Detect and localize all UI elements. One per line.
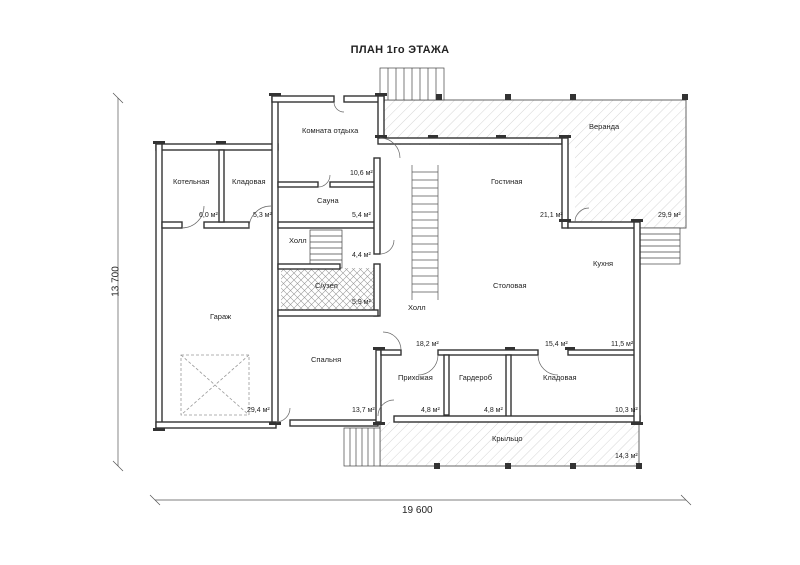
area-storage-2: 10,3 м² (615, 407, 638, 414)
area-garage: 29,4 м² (247, 407, 270, 414)
room-label-sauna: Сауна (317, 196, 339, 205)
room-label-boiler: Котельная (173, 177, 210, 186)
area-storage-1: 5,3 м² (253, 212, 272, 219)
dimension-height: 13 700 (110, 266, 122, 297)
area-entrance: 4,8 м² (421, 407, 440, 414)
area-rest-room: 10,6 м² (350, 170, 373, 177)
room-label-bedroom: Спальня (311, 355, 342, 364)
room-label-hall-2: Холл (408, 303, 426, 312)
room-label-hall-1: Холл (289, 236, 307, 245)
area-boiler: 6,0 м² (199, 212, 218, 219)
area-sauna: 5,4 м² (352, 212, 371, 219)
area-dining: 15,4 м² (545, 341, 568, 348)
room-label-storage-1: Кладовая (232, 177, 266, 186)
room-label-bathroom: С/узел (315, 281, 338, 290)
dimension-width: 19 600 (402, 505, 433, 516)
room-label-wardrobe: Гардероб (459, 373, 492, 382)
area-bedroom: 13,7 м² (352, 407, 375, 414)
room-label-garage: Гараж (210, 312, 232, 321)
area-kitchen: 11,5 м² (611, 341, 634, 348)
veranda-floor-right (575, 145, 686, 228)
area-living: 21,1 м² (540, 212, 563, 219)
room-label-living: Гостиная (491, 177, 523, 186)
area-hall-1: 4,4 м² (352, 252, 371, 259)
room-label-dining: Столовая (493, 281, 527, 290)
area-bathroom: 5,9 м² (352, 299, 371, 306)
wall-posts (153, 93, 688, 469)
room-label-veranda: Веранда (589, 122, 620, 131)
plan-title: ПЛАН 1го ЭТАЖА (350, 44, 450, 56)
porch-floor (380, 422, 639, 466)
room-label-kitchen: Кухня (593, 259, 614, 268)
room-label-porch: Крыльцо (492, 434, 523, 443)
garage-car-outline (180, 354, 250, 416)
room-label-storage-2: Кладовая (543, 373, 577, 382)
hall-stair (411, 165, 439, 300)
bathroom-floor (281, 268, 374, 311)
area-hall-2: 18,2 м² (416, 341, 439, 348)
stairs (309, 67, 681, 467)
area-porch: 14,3 м² (615, 453, 638, 460)
area-wardrobe: 4,8 м² (484, 407, 503, 414)
doors (181, 101, 590, 423)
room-label-entrance: Прихожая (398, 373, 433, 382)
dimension-lines (112, 92, 692, 506)
walls (155, 95, 641, 429)
area-veranda: 29,9 м² (658, 212, 681, 219)
room-label-rest-room: Комната отдыха (302, 126, 359, 135)
